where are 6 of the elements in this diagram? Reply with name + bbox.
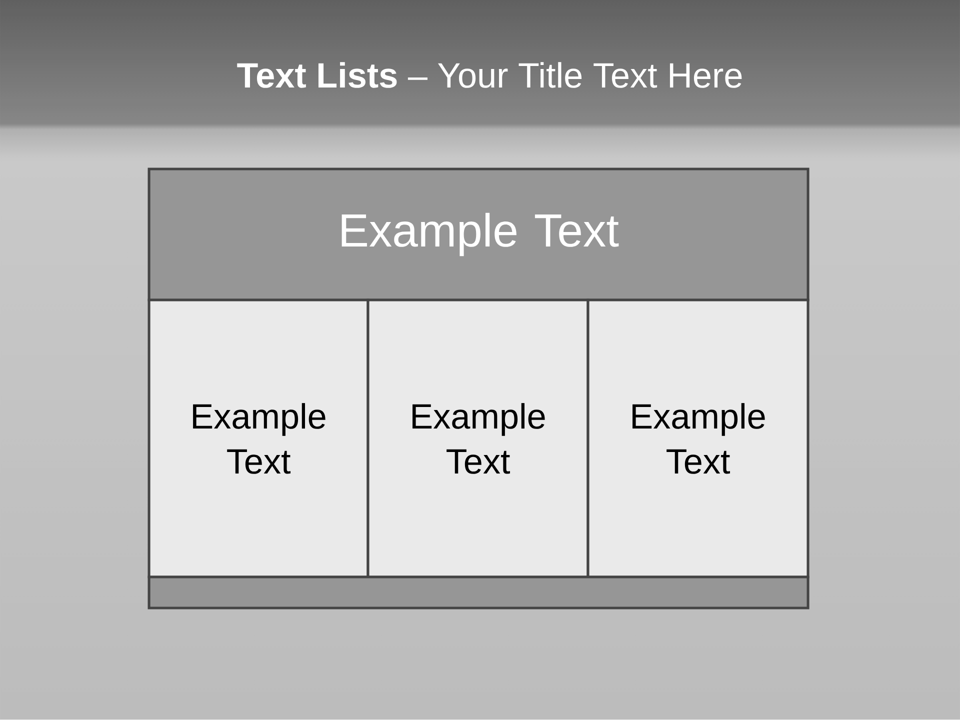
- text-panel: Example Text: [366, 298, 590, 578]
- header-band: Example Text: [148, 168, 810, 302]
- slide-title: Text Lists – Your Title Text Here: [237, 62, 742, 88]
- footer-bar: [148, 576, 810, 610]
- text-panel: Example Text: [148, 298, 370, 578]
- text-panel: Example Text: [586, 298, 810, 578]
